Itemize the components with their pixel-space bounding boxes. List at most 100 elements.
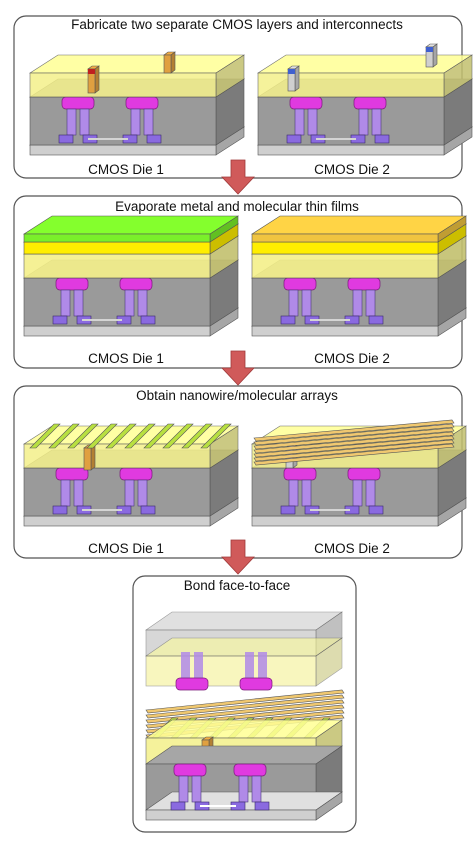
- via: [79, 108, 90, 136]
- gate: [239, 677, 273, 691]
- via: [301, 479, 312, 507]
- via: [288, 289, 299, 317]
- gate: [289, 96, 323, 110]
- nanowire: [162, 423, 194, 449]
- pillar-cap: [288, 69, 295, 74]
- step-3-panel: Obtain nanowire/molecular arrays CMOS Di…: [13, 385, 468, 559]
- contact: [140, 505, 156, 515]
- gate: [119, 467, 153, 481]
- die-1-cross-section: [22, 423, 240, 527]
- nanowire: [181, 423, 213, 449]
- transistor: [344, 277, 384, 325]
- via: [238, 775, 249, 803]
- gate: [283, 467, 317, 481]
- pillar-cap: [426, 47, 433, 52]
- nanowire: [48, 423, 80, 449]
- contact: [58, 134, 74, 144]
- gate: [55, 277, 89, 291]
- nanowire: [253, 439, 455, 462]
- via: [307, 108, 318, 136]
- via: [194, 652, 203, 678]
- transistor: [350, 96, 390, 144]
- flow-arrow-2: [221, 350, 255, 386]
- contact: [146, 134, 162, 144]
- contact: [280, 315, 296, 325]
- pillar: [83, 444, 96, 471]
- molecular-film: [250, 215, 468, 243]
- bonded-stack-drawing: [145, 611, 345, 821]
- top-die-dielectric: [145, 637, 343, 687]
- die-2-cross-section: [250, 215, 468, 337]
- via: [365, 289, 376, 317]
- contact: [286, 134, 302, 144]
- nanowire: [124, 423, 156, 449]
- gate: [125, 96, 159, 110]
- nanowire: [200, 423, 232, 449]
- nanowire: [105, 423, 137, 449]
- via: [301, 289, 312, 317]
- flow-arrow-3: [221, 539, 255, 575]
- step-2-panel: Evaporate metal and molecular thin films…: [13, 195, 468, 369]
- via: [191, 775, 202, 803]
- via: [371, 108, 382, 136]
- via: [245, 652, 254, 678]
- via: [124, 479, 135, 507]
- transistor: [116, 277, 156, 325]
- via: [60, 289, 71, 317]
- pillar: [163, 51, 176, 74]
- molecular-film: [22, 215, 240, 243]
- via: [130, 108, 141, 136]
- via: [352, 289, 363, 317]
- gate: [55, 467, 89, 481]
- transistor: [230, 763, 270, 811]
- transistor: [52, 277, 92, 325]
- nanowire: [145, 699, 345, 724]
- step-2-die-2-label: CMOS Die 2: [314, 351, 390, 366]
- via: [60, 479, 71, 507]
- step-3-die-1-label: CMOS Die 1: [88, 541, 164, 556]
- nanowire: [86, 423, 118, 449]
- via: [251, 775, 262, 803]
- contact: [368, 505, 384, 515]
- step-3-die-2-label: CMOS Die 2: [314, 541, 390, 556]
- via: [73, 479, 84, 507]
- gate: [347, 277, 381, 291]
- transistor: [122, 96, 162, 144]
- step-2-title: Evaporate metal and molecular thin films: [115, 199, 359, 214]
- die-2-cross-section: [256, 43, 474, 156]
- gate: [175, 677, 209, 691]
- step-1-die-1-label: CMOS Die 1: [88, 162, 164, 177]
- step-1-die-2-label: CMOS Die 2: [314, 162, 390, 177]
- die-2-cross-section: [250, 419, 468, 527]
- dielectric-layer: [28, 54, 246, 98]
- gate: [353, 96, 387, 110]
- via: [137, 289, 148, 317]
- via: [124, 289, 135, 317]
- step-2-die-1-label: CMOS Die 1: [88, 351, 164, 366]
- step-1-title: Fabricate two separate CMOS layers and i…: [71, 17, 403, 32]
- nanowire: [253, 419, 455, 442]
- via: [178, 775, 189, 803]
- gate: [119, 277, 153, 291]
- step-3-title: Obtain nanowire/molecular arrays: [136, 388, 338, 403]
- contact: [374, 134, 390, 144]
- via: [365, 479, 376, 507]
- contact: [140, 315, 156, 325]
- nanowire: [145, 689, 345, 714]
- transistor: [344, 467, 384, 515]
- bonded-stack: [145, 611, 345, 821]
- via: [143, 108, 154, 136]
- nanowire: [253, 431, 455, 454]
- nanowire: [253, 423, 455, 446]
- contact: [280, 505, 296, 515]
- step-1-panel: Fabricate two separate CMOS layers and i…: [13, 15, 474, 179]
- via: [181, 652, 190, 678]
- contact: [254, 801, 270, 811]
- nanowire: [143, 423, 175, 449]
- flow-arrow-1: [221, 159, 255, 195]
- nanowire: [145, 694, 345, 719]
- gate: [347, 467, 381, 481]
- step-4-title: Bond face-to-face: [184, 578, 291, 593]
- via: [288, 479, 299, 507]
